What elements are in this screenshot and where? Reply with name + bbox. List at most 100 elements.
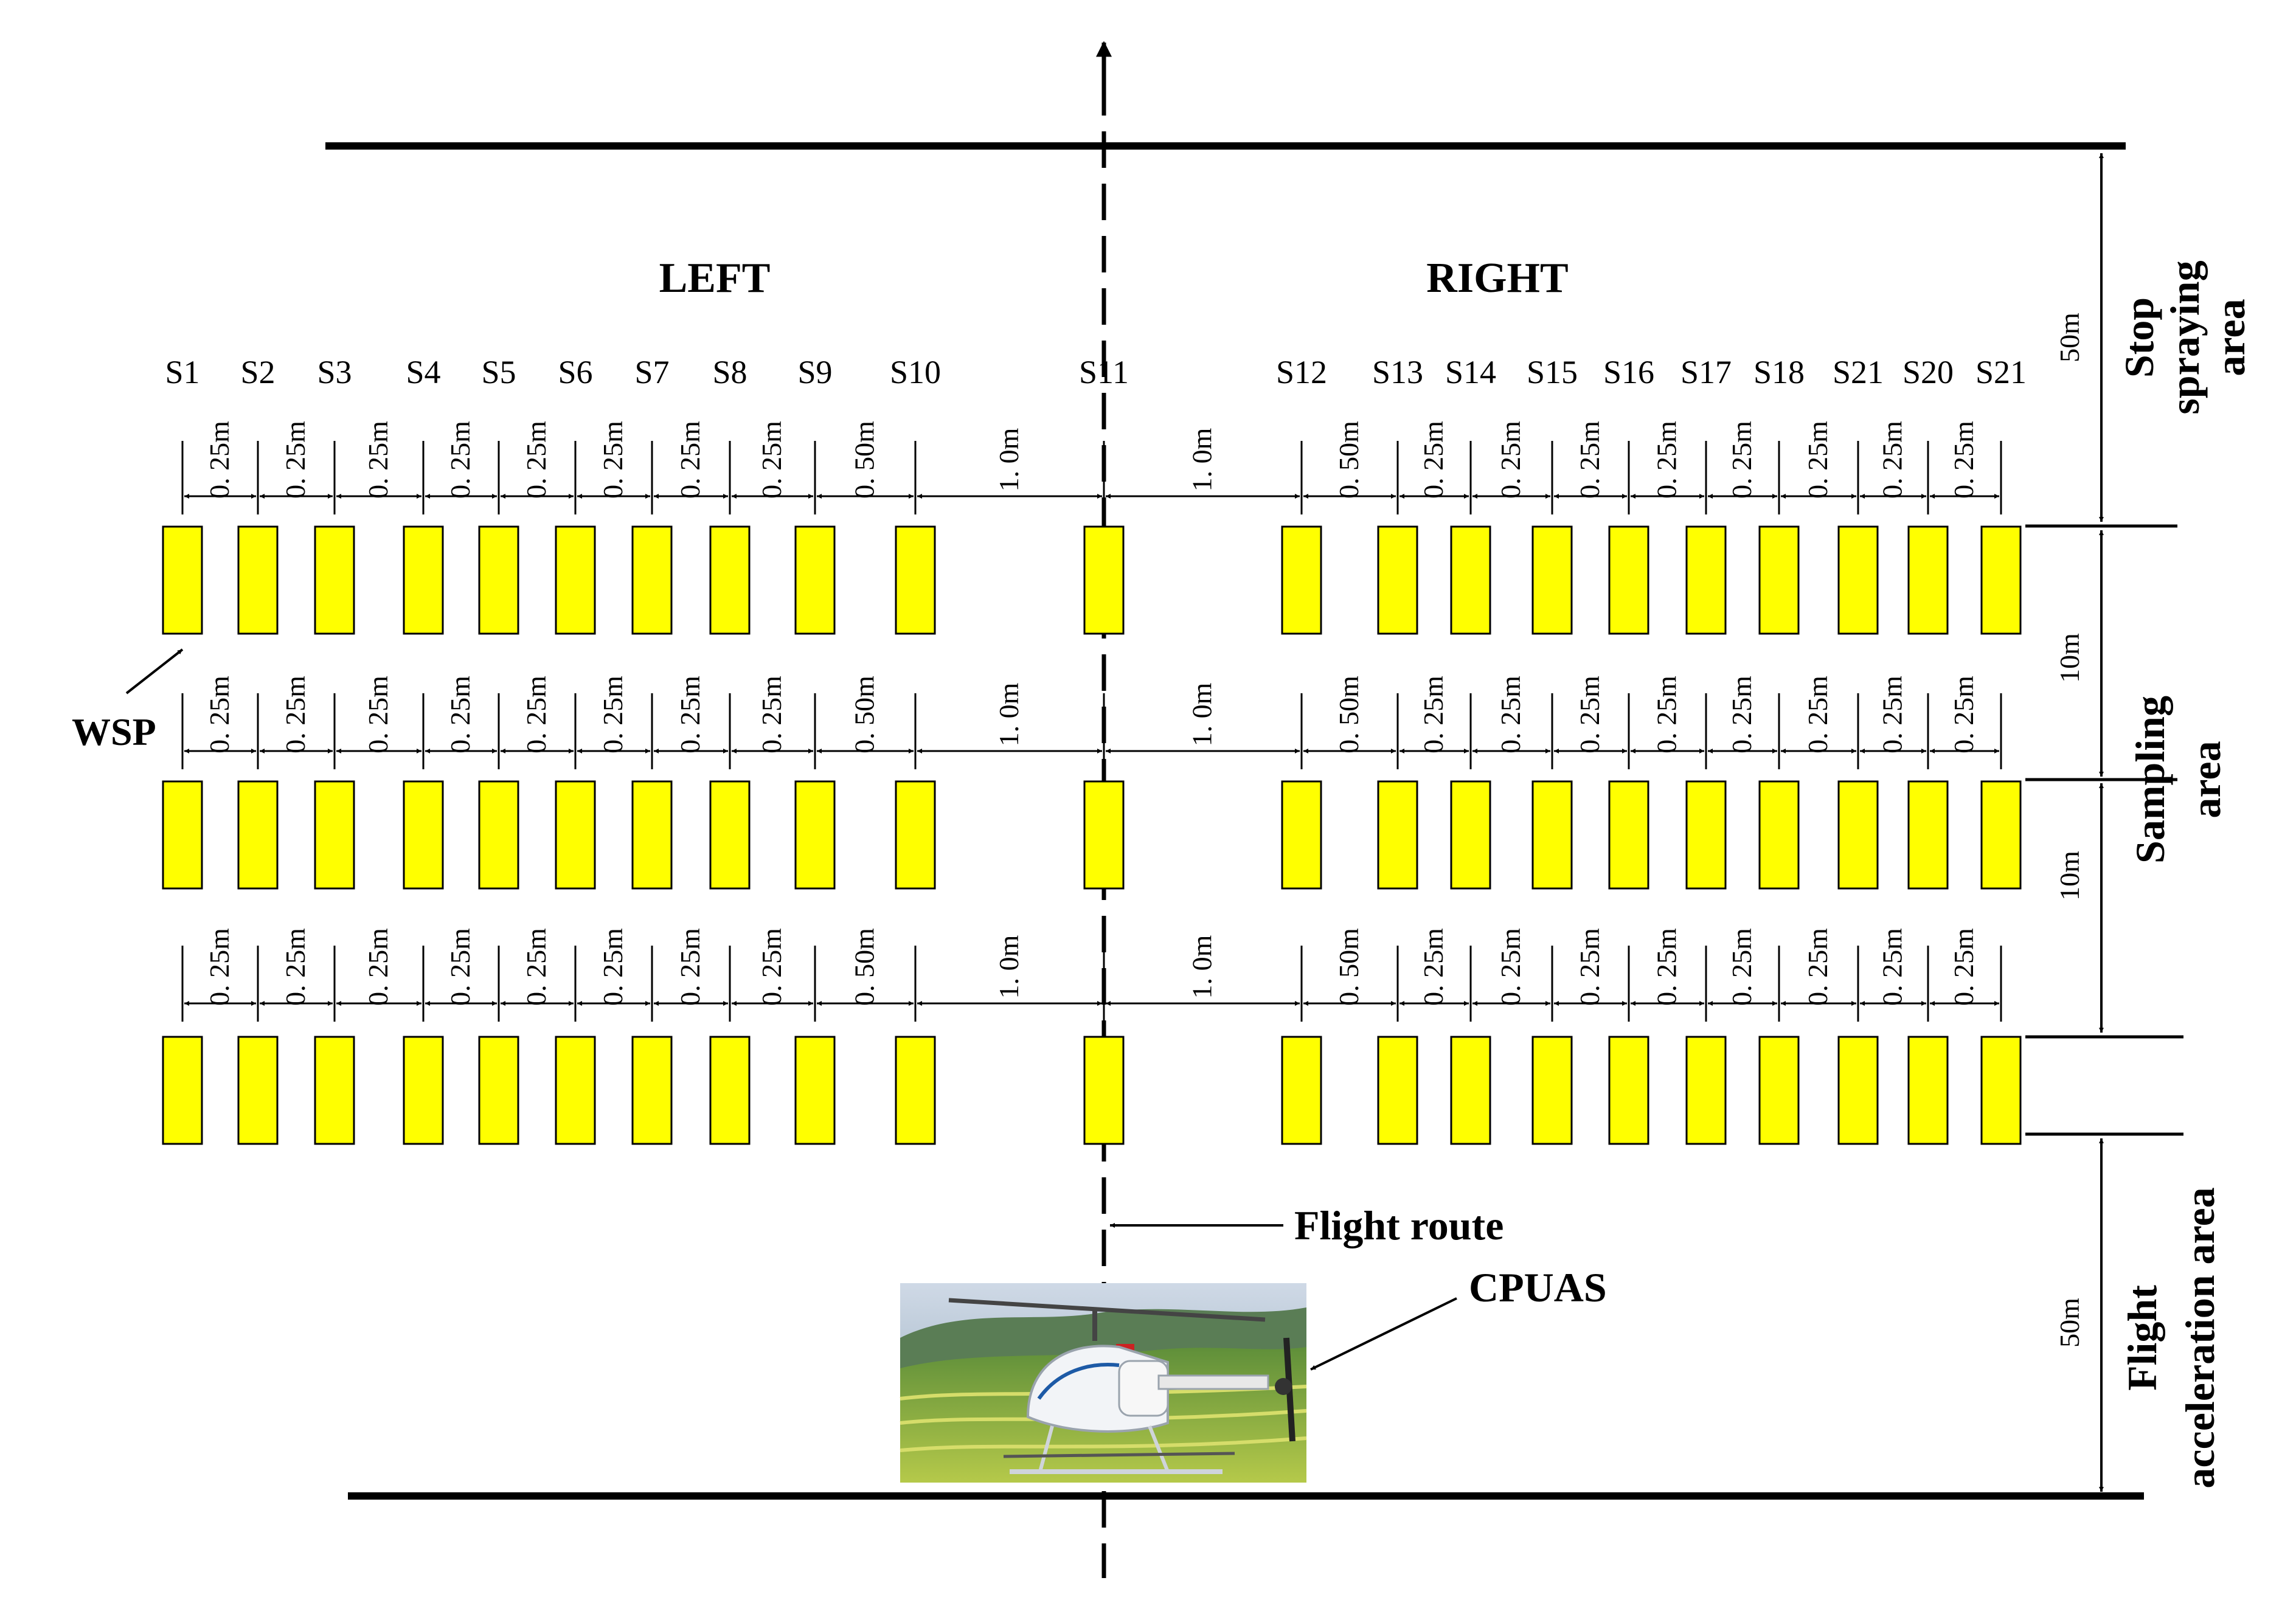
sampler-label: S8 — [712, 354, 747, 390]
sampler-label: S6 — [558, 354, 592, 390]
wsp-card — [162, 780, 203, 890]
wsp-card — [1377, 525, 1418, 635]
spacing-label: 0. 25m — [1418, 676, 1449, 753]
spacing-label: 0. 25m — [445, 676, 476, 753]
wsp-card — [1758, 1036, 1800, 1145]
sampler-label: S10 — [890, 354, 941, 390]
sampler-label: S13 — [1372, 354, 1423, 390]
svg-text:Flight: Flight — [2119, 1285, 2165, 1391]
wsp-card — [1907, 780, 1949, 890]
spacing-label: 0. 25m — [597, 421, 628, 499]
sampling-upper-distance-label: 10m — [2054, 633, 2085, 683]
stop-spraying-area-label: Stop spraying area — [2116, 260, 2253, 414]
spacing-label: 0. 25m — [1418, 928, 1449, 1006]
wsp-card — [631, 780, 673, 890]
wsp-card — [478, 525, 519, 635]
wsp-card — [314, 525, 355, 635]
spacing-label: 0. 25m — [1495, 676, 1526, 753]
spacing-label: 0. 25m — [1726, 676, 1757, 753]
wsp-card — [403, 780, 444, 890]
wsp-card — [162, 525, 203, 635]
spacing-label: 1. 0m — [993, 428, 1024, 491]
wsp-card — [631, 1036, 673, 1145]
wsp-card — [1281, 780, 1322, 890]
cpuas-helicopter-image — [900, 1283, 1307, 1483]
spacing-label: 0. 50m — [1333, 676, 1364, 753]
sampler-label: S21 — [1833, 354, 1884, 390]
spacing-label: 0. 25m — [204, 928, 235, 1006]
wsp-card — [1608, 780, 1649, 890]
spacing-label: 0. 25m — [521, 421, 552, 499]
sampler-label: S4 — [406, 354, 440, 390]
cpuas-label: CPUAS — [1469, 1264, 1607, 1310]
sampler-label: S16 — [1603, 354, 1654, 390]
wsp-card — [709, 1036, 751, 1145]
wsp-card — [1531, 1036, 1573, 1145]
spacing-label: 0. 25m — [756, 421, 787, 499]
spacing-label: 0. 25m — [280, 421, 311, 499]
flight-acceleration-area-label: Flight acceleration area — [2119, 1187, 2223, 1488]
svg-text:Stop: Stop — [2116, 297, 2162, 378]
wsp-card — [1980, 525, 2022, 635]
spacing-label: 0. 25m — [204, 676, 235, 753]
wsp-card — [1083, 780, 1125, 890]
spacing-label: 0. 25m — [1418, 421, 1449, 499]
wsp-card — [1685, 1036, 1727, 1145]
spacing-label: 0. 25m — [362, 928, 394, 1006]
svg-text:area: area — [2207, 299, 2253, 376]
sampler-label: S15 — [1527, 354, 1578, 390]
spacing-label: 0. 25m — [1651, 928, 1682, 1006]
sampler-label: S11 — [1079, 354, 1129, 390]
wsp-card — [403, 525, 444, 635]
spacing-label: 0. 25m — [204, 421, 235, 499]
spacing-label: 0. 25m — [1948, 676, 1979, 753]
sampler-label: S7 — [634, 354, 669, 390]
spacing-label: 1. 0m — [1187, 682, 1218, 746]
wsp-card — [1758, 525, 1800, 635]
right-side-label: RIGHT — [1426, 255, 1568, 302]
spacing-label: 0. 25m — [597, 676, 628, 753]
wsp-cards — [162, 525, 2022, 1145]
sampler-label: S9 — [797, 354, 832, 390]
cpuas-pointer-arrow — [1310, 1297, 1457, 1371]
spacing-label: 0. 25m — [1948, 421, 1979, 499]
wsp-label: WSP — [72, 710, 156, 753]
sampler-label: S12 — [1276, 354, 1327, 390]
wsp-card — [403, 1036, 444, 1145]
spacing-label: 0. 25m — [1877, 676, 1908, 753]
wsp-card — [237, 780, 279, 890]
wsp-card — [709, 780, 751, 890]
wsp-card — [709, 525, 751, 635]
spacing-label: 1. 0m — [1187, 935, 1218, 999]
wsp-card — [895, 780, 936, 890]
wsp-card — [1758, 780, 1800, 890]
left-side-label: LEFT — [659, 255, 771, 302]
sampler-label: S14 — [1445, 354, 1496, 390]
svg-text:area: area — [2183, 741, 2229, 818]
spacing-label: 0. 25m — [521, 928, 552, 1006]
wsp-card — [1377, 1036, 1418, 1145]
wsp-card — [1083, 1036, 1125, 1145]
wsp-card — [631, 525, 673, 635]
wsp-card — [1980, 780, 2022, 890]
spacing-label: 0. 25m — [1495, 928, 1526, 1006]
spacing-label: 0. 50m — [849, 421, 880, 499]
wsp-card — [895, 1036, 936, 1145]
wsp-card — [1837, 780, 1879, 890]
wsp-card — [794, 525, 836, 635]
spacing-label: 1. 0m — [993, 935, 1024, 999]
spacing-label: 0. 25m — [1877, 928, 1908, 1006]
spacing-dimensions: 0. 25m 0. 25m 0. 25m 0. 25m 0. 25m 0. 25m 0. 2… — [181, 421, 2002, 1022]
spacing-label: 0. 25m — [1726, 928, 1757, 1006]
wsp-card — [314, 1036, 355, 1145]
spacing-label: 0. 25m — [1651, 421, 1682, 499]
spacing-label: 0. 25m — [1948, 928, 1979, 1006]
wsp-card — [555, 1036, 596, 1145]
sampler-label: S20 — [1902, 354, 1954, 390]
spacing-label: 0. 25m — [1877, 421, 1908, 499]
sampler-label: S2 — [240, 354, 275, 390]
sampler-label: S5 — [481, 354, 516, 390]
spacing-label: 0. 25m — [756, 928, 787, 1006]
wsp-card — [555, 780, 596, 890]
